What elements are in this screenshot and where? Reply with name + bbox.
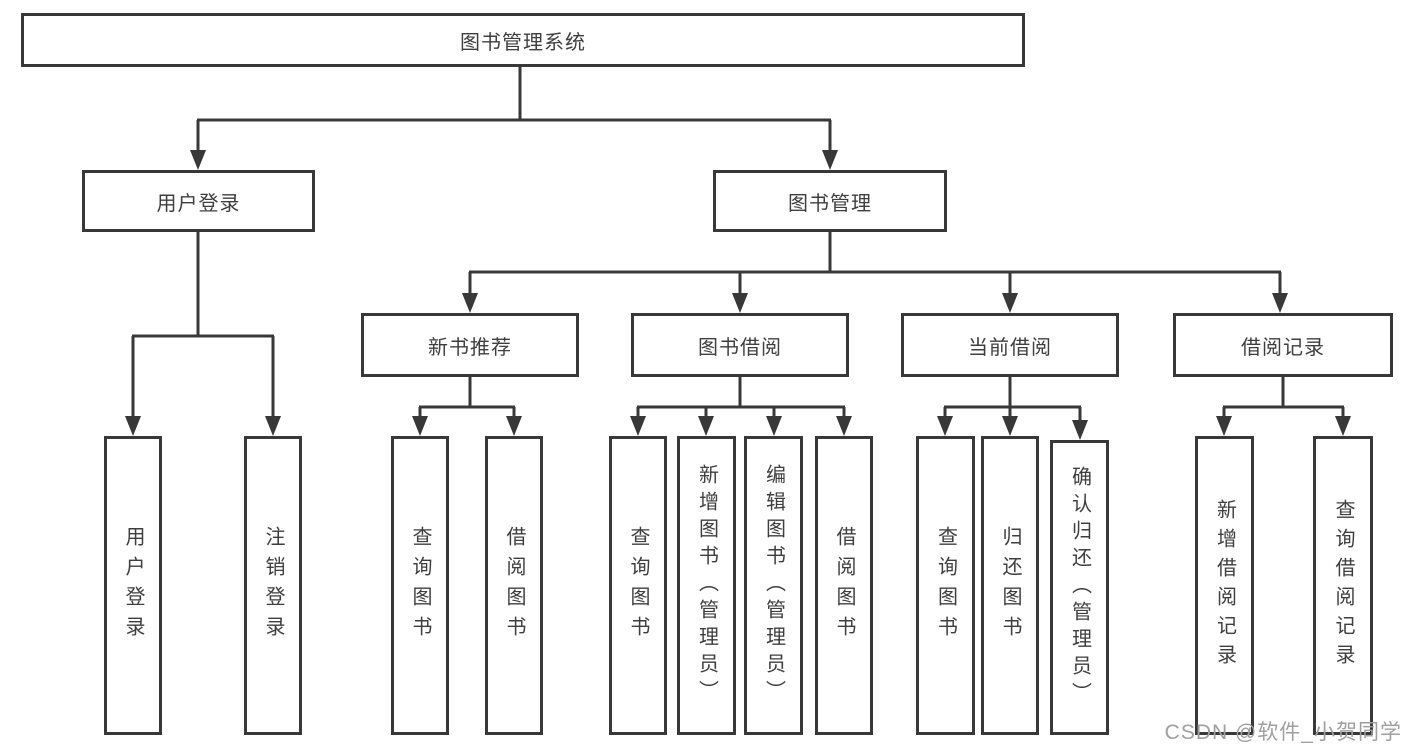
node-root: 图书管理系统 — [21, 13, 1025, 67]
leaf-br-add-record: 新增借阅记录 — [1195, 436, 1254, 735]
leaf-cb-confirm-return: 确认归还（管理员） — [1050, 440, 1109, 735]
leaf-bb-edit-books: 编辑图书（管理员） — [744, 436, 803, 735]
leaf-bb-borrow-books: 借阅图书 — [815, 436, 873, 735]
leaf-nb-borrow-books: 借阅图书 — [485, 436, 543, 735]
leaf-cb-return-books: 归还图书 — [981, 436, 1039, 735]
leaf-br-query-record: 查询借阅记录 — [1313, 436, 1373, 735]
leaf-nb-query-books: 查询图书 — [391, 436, 449, 735]
node-book-management: 图书管理 — [713, 170, 947, 232]
node-book-borrowing: 图书借阅 — [631, 313, 849, 377]
node-new-book-recommend: 新书推荐 — [361, 313, 579, 377]
node-current-borrowing: 当前借阅 — [901, 313, 1119, 377]
watermark: CSDN @软件_小贺同学 — [1164, 721, 1402, 744]
leaf-user-login: 用户登录 — [104, 436, 162, 735]
leaf-bb-query-books: 查询图书 — [609, 436, 667, 735]
leaf-bb-add-books: 新增图书（管理员） — [677, 436, 736, 735]
leaf-cb-query-books: 查询图书 — [916, 436, 975, 735]
leaf-logout: 注销登录 — [244, 436, 302, 735]
node-borrowing-records: 借阅记录 — [1173, 313, 1393, 377]
node-user-login: 用户登录 — [82, 170, 315, 232]
